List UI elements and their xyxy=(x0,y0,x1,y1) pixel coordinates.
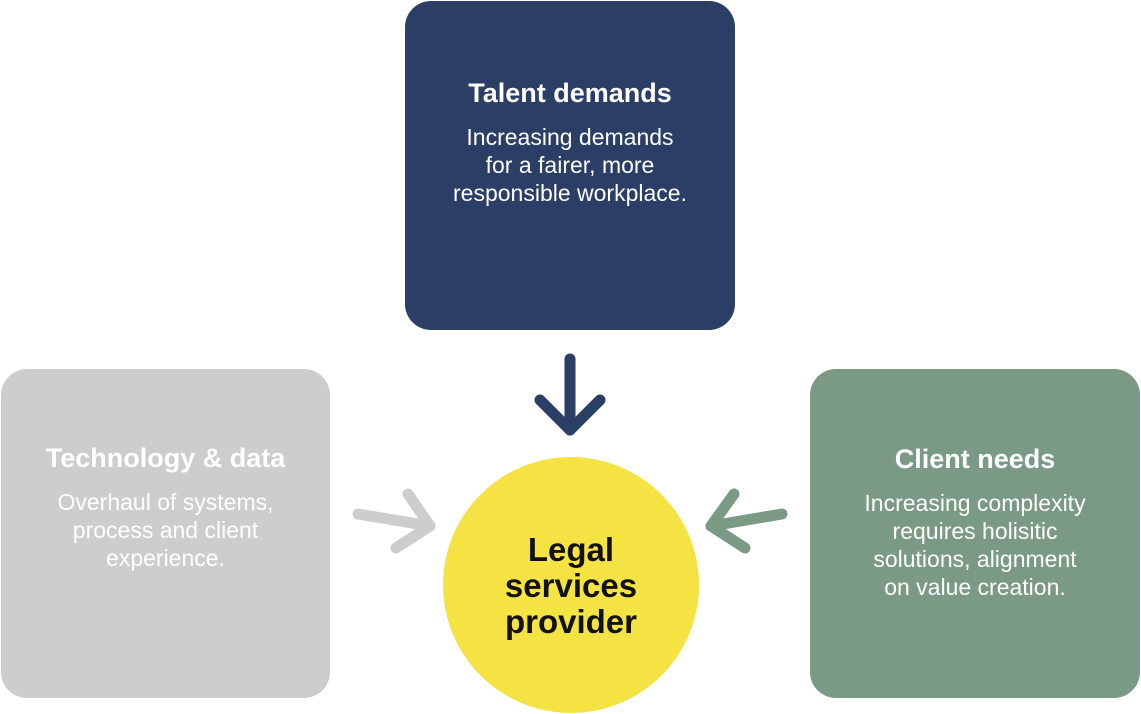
client-needs-description: Increasing complexity requires holisitic… xyxy=(864,489,1085,601)
technology-data-desc-line: experience. xyxy=(106,544,225,571)
technology-data-desc-line: process and client xyxy=(72,516,259,543)
technology-data-title: Technology & data xyxy=(45,442,286,473)
center-label-line: Legal xyxy=(527,531,615,568)
legal-services-provider-label: Legal services provider xyxy=(505,532,637,640)
client-needs-desc-line: requires holisitic xyxy=(892,517,1058,544)
talent-demands-desc-line: responsible workplace. xyxy=(453,179,687,206)
talent-demands-description: Increasing demands for a fairer, more re… xyxy=(453,123,687,207)
center-label-line: services xyxy=(504,567,638,604)
center-label-line: provider xyxy=(504,603,638,640)
technology-data-description: Overhaul of systems, process and client … xyxy=(57,488,273,572)
client-needs-title: Client needs xyxy=(894,443,1056,474)
technology-data-box: Technology & data Overhaul of systems, p… xyxy=(1,369,330,698)
talent-demands-box: Talent demands Increasing demands for a … xyxy=(405,1,735,330)
technology-data-desc-line: Overhaul of systems, xyxy=(57,488,274,515)
arrow-down-icon xyxy=(534,353,606,436)
talent-demands-desc-line: for a fairer, more xyxy=(485,151,655,178)
client-needs-desc-line: Increasing complexity xyxy=(864,489,1086,516)
client-needs-desc-line: on value creation. xyxy=(884,573,1066,600)
talent-demands-desc-line: Increasing demands xyxy=(466,123,674,150)
client-needs-desc-line: solutions, alignment xyxy=(873,545,1077,572)
legal-services-provider-circle: Legal services provider xyxy=(443,457,699,713)
arrow-left-icon xyxy=(705,488,788,554)
arrow-right-icon xyxy=(352,488,436,554)
talent-demands-title: Talent demands xyxy=(468,77,672,108)
client-needs-box: Client needs Increasing complexity requi… xyxy=(810,369,1140,698)
